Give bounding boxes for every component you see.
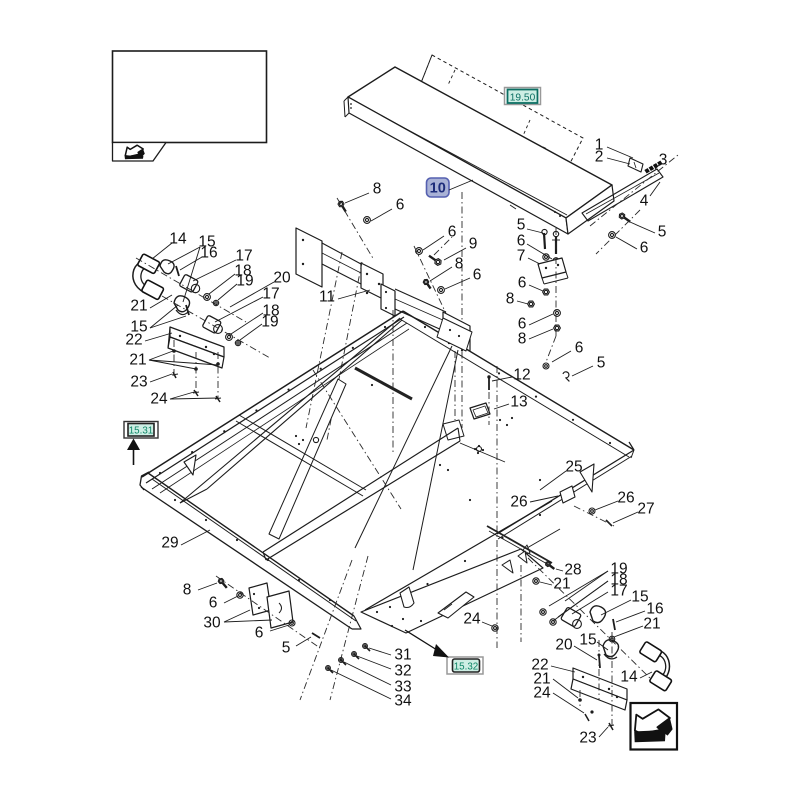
svg-text:17: 17 xyxy=(262,285,279,302)
svg-text:6: 6 xyxy=(255,624,264,641)
svg-text:21: 21 xyxy=(130,297,147,314)
svg-text:31: 31 xyxy=(394,646,411,663)
svg-text:12: 12 xyxy=(513,366,530,383)
svg-text:15.32: 15.32 xyxy=(454,661,479,672)
svg-text:22: 22 xyxy=(125,331,142,348)
svg-text:15: 15 xyxy=(130,318,147,335)
svg-text:28: 28 xyxy=(564,561,581,578)
svg-text:5: 5 xyxy=(658,223,667,240)
svg-text:10: 10 xyxy=(430,181,446,197)
svg-text:26: 26 xyxy=(617,489,634,506)
svg-text:33: 33 xyxy=(394,678,411,695)
svg-text:18: 18 xyxy=(234,262,251,279)
svg-text:20: 20 xyxy=(273,269,291,286)
svg-text:21: 21 xyxy=(533,670,550,687)
svg-text:14: 14 xyxy=(620,668,638,685)
svg-text:21: 21 xyxy=(129,351,146,368)
svg-text:15.31: 15.31 xyxy=(129,426,154,437)
svg-text:13: 13 xyxy=(510,393,527,410)
svg-text:16: 16 xyxy=(646,600,663,617)
svg-text:3: 3 xyxy=(659,151,668,168)
svg-text:6: 6 xyxy=(473,266,482,283)
svg-text:29: 29 xyxy=(161,534,178,551)
svg-text:15: 15 xyxy=(631,588,648,605)
svg-text:8: 8 xyxy=(373,180,382,197)
svg-text:1: 1 xyxy=(595,136,604,153)
svg-text:6: 6 xyxy=(396,196,405,213)
svg-text:24: 24 xyxy=(463,610,481,627)
svg-text:15: 15 xyxy=(198,233,215,250)
svg-text:14: 14 xyxy=(169,230,187,247)
svg-text:24: 24 xyxy=(533,684,551,701)
svg-text:6: 6 xyxy=(448,223,457,240)
svg-text:6: 6 xyxy=(518,315,527,332)
svg-text:17: 17 xyxy=(235,247,252,264)
svg-text:11: 11 xyxy=(319,288,335,305)
svg-text:8: 8 xyxy=(183,581,192,598)
svg-text:26: 26 xyxy=(510,493,527,510)
svg-text:5: 5 xyxy=(597,354,606,371)
svg-text:19: 19 xyxy=(261,313,278,330)
svg-text:6: 6 xyxy=(517,232,526,249)
svg-text:23: 23 xyxy=(130,373,147,390)
svg-text:19: 19 xyxy=(236,272,253,289)
svg-text:15: 15 xyxy=(579,631,596,648)
svg-text:21: 21 xyxy=(643,615,660,632)
svg-text:6: 6 xyxy=(209,594,218,611)
svg-text:19.50: 19.50 xyxy=(510,92,536,103)
svg-text:7: 7 xyxy=(517,247,526,264)
svg-text:9: 9 xyxy=(469,235,478,252)
svg-text:8: 8 xyxy=(518,330,527,347)
svg-text:16: 16 xyxy=(200,244,217,261)
svg-text:8: 8 xyxy=(506,290,515,307)
svg-text:5: 5 xyxy=(517,216,526,233)
svg-text:19: 19 xyxy=(610,560,627,577)
svg-text:21: 21 xyxy=(553,575,570,592)
svg-text:18: 18 xyxy=(610,571,627,588)
svg-text:24: 24 xyxy=(150,390,168,407)
svg-text:23: 23 xyxy=(579,729,596,746)
svg-text:25: 25 xyxy=(565,458,582,475)
svg-text:6: 6 xyxy=(518,274,527,291)
svg-text:34: 34 xyxy=(394,692,412,709)
svg-text:22: 22 xyxy=(531,656,548,673)
svg-text:6: 6 xyxy=(640,239,649,256)
svg-text:30: 30 xyxy=(203,614,221,631)
svg-text:17: 17 xyxy=(610,582,627,599)
svg-text:32: 32 xyxy=(394,662,411,679)
svg-text:2: 2 xyxy=(595,148,604,165)
svg-text:27: 27 xyxy=(637,500,654,517)
svg-text:5: 5 xyxy=(282,639,291,656)
svg-text:4: 4 xyxy=(640,192,649,209)
svg-text:20: 20 xyxy=(555,636,573,653)
svg-text:8: 8 xyxy=(455,255,464,272)
svg-text:18: 18 xyxy=(262,302,279,319)
svg-text:6: 6 xyxy=(575,339,584,356)
